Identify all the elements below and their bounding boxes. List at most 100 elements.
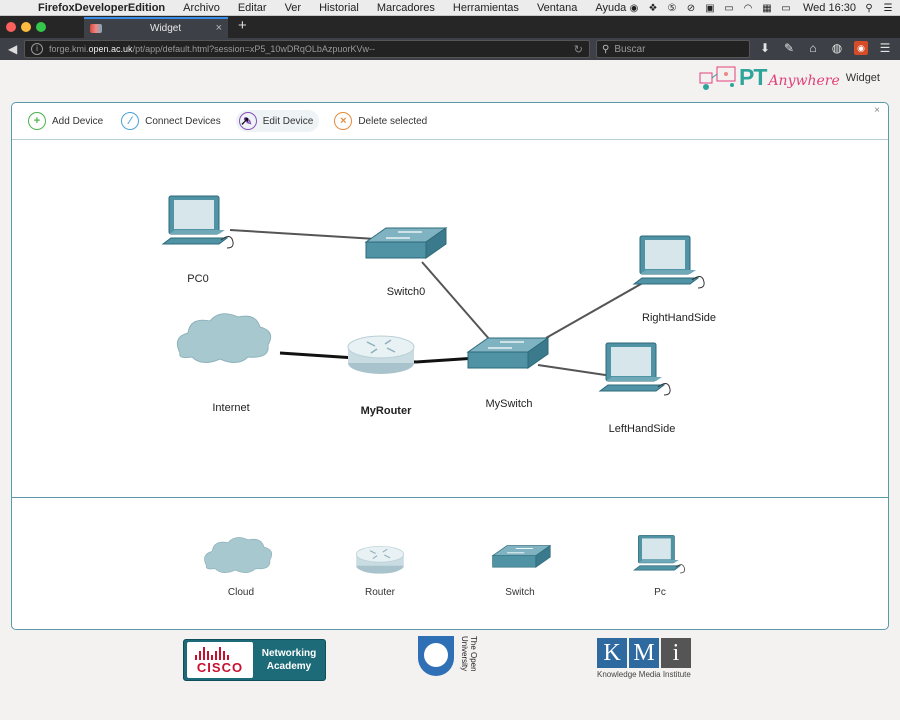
delete-x-icon: × [334,112,353,130]
device-lefthandside[interactable] [598,342,671,396]
network-widget: × + Add Device ⁄ Connect Devices ✎ Edit … [11,102,889,630]
add-device-button[interactable]: + Add Device [25,110,106,132]
edit-device-button[interactable]: ✎ Edit Device [235,110,320,132]
cisco-word: CISCO [196,660,244,675]
search-icon: ⚲ [602,43,610,55]
browser-toolbar-icons: ⬇ ✎ ⌂ ◍ ◉ ☰ [758,41,892,55]
link-switch0-myswitch[interactable] [421,261,491,341]
dropbox-icon[interactable]: ❖ [648,2,658,14]
device-internet[interactable] [176,313,272,363]
palette-cloud-icon[interactable] [204,537,273,573]
device-label-righthandside: RightHandSide [642,312,716,324]
battery-icon[interactable]: ▭ [781,2,791,14]
kmi-letter-m: M [629,638,659,668]
link-myswitch-righthandside[interactable] [545,279,649,339]
menu-app-name[interactable]: FirefoxDeveloperEdition [38,1,166,14]
notification-list-icon[interactable]: ☰ [883,2,893,14]
device-label-lefthandside: LeftHandSide [608,423,676,435]
search-input[interactable]: ⚲ Buscar [596,40,750,58]
menu-ver[interactable]: Ver [284,1,302,14]
device-myrouter[interactable] [347,335,415,374]
open-university-logo[interactable]: The Open University [418,636,478,684]
link-icon: ⁄ [121,112,140,130]
shield-5-icon[interactable]: ⑤ [667,2,677,14]
palette-router-icon[interactable] [355,545,405,574]
addon-icon[interactable]: ◉ [854,41,868,55]
device-righthandside[interactable] [632,235,705,289]
plus-icon: + [28,112,46,130]
maximize-window-icon[interactable] [36,22,46,32]
url-bar[interactable]: i forge.kmi.open.ac.uk/pt/app/default.ht… [24,40,590,58]
url-text[interactable]: forge.kmi.open.ac.uk/pt/app/default.html… [49,44,375,54]
window-controls [6,22,46,32]
device-label-myswitch: MySwitch [485,398,533,410]
close-window-icon[interactable] [6,22,16,32]
ptanywhere-logo-icon [699,66,736,90]
network-diagram [161,195,705,396]
flag-icon[interactable]: ▦ [762,2,772,14]
kmi-letter-k: K [597,638,627,668]
link-myswitch-lefthandside[interactable] [537,364,613,377]
link-pc0-switch0[interactable] [229,229,393,241]
back-icon[interactable]: ◀ [8,42,18,56]
palette-pc-icon[interactable] [633,535,685,574]
site-info-icon[interactable]: i [31,43,43,55]
add-device-label: Add Device [52,115,104,127]
connect-devices-label: Connect Devices [145,115,221,127]
device-pc0[interactable] [161,195,234,249]
brand-anywhere: Anywhere [768,72,840,89]
panel-divider [12,497,888,498]
new-tab-button[interactable]: + [238,17,247,34]
menu-marcadores[interactable]: Marcadores [376,1,435,14]
menu-historial[interactable]: Historial [319,1,359,14]
disabled-icon[interactable]: ⊘ [686,2,696,14]
minimize-window-icon[interactable] [21,22,31,32]
clock[interactable]: Wed 16:30 [802,2,856,14]
sync-icon[interactable]: ◍ [831,41,843,55]
palette-label-cloud: Cloud [227,587,255,598]
ou-shield-icon [418,636,454,676]
cisco-networking-academy-logo[interactable]: CISCO Networking Academy [183,639,326,681]
menu-editar[interactable]: Editar [237,1,267,14]
palette-switch-icon[interactable] [491,544,552,568]
delete-selected-button[interactable]: × Delete selected [331,110,430,132]
menu-ventana[interactable]: Ventana [536,1,578,14]
airplay-icon[interactable]: ▭ [724,2,734,14]
hamburger-menu-icon[interactable]: ☰ [879,41,891,55]
reload-icon[interactable]: ↻ [573,43,583,56]
palette-icons [204,535,685,574]
kmi-letter-i: i [661,638,691,668]
palette-label-router: Router [364,587,396,598]
delete-selected-label: Delete selected [358,115,428,127]
wrench-icon[interactable]: ✎ [783,41,795,55]
status-icons: ◉ ❖ ⑤ ⊘ ▣ ▭ ◠ ▦ ▭ Wed 16:30 ⚲ ☰ [628,0,894,16]
menu-ayuda[interactable]: Ayuda [595,1,627,14]
tab-close-icon[interactable]: × [215,22,222,34]
connect-devices-button[interactable]: ⁄ Connect Devices [118,110,224,132]
pencil-icon: ✎ [238,112,257,130]
browser-tab-bar: Widget × + [0,16,900,38]
tab-title: Widget [150,23,182,34]
home-icon[interactable]: ⌂ [809,41,817,55]
search-placeholder: Buscar [614,43,646,55]
ptanywhere-brand: PT Anywhere Widget [699,64,880,91]
menu-herramientas[interactable]: Herramientas [452,1,519,14]
tab-widget[interactable]: Widget × [84,17,228,38]
spotlight-icon[interactable]: ⚲ [865,2,873,14]
brand-pt: PT [739,64,767,90]
device-label-pc0: PC0 [187,273,209,285]
record-icon[interactable]: ◉ [629,2,639,14]
device-myswitch[interactable] [466,337,550,369]
kmi-logo[interactable]: K M i Knowledge Media Institute [597,638,691,679]
download-icon[interactable]: ⬇ [759,41,771,55]
networking-academy-text: Networking Academy [261,648,317,672]
menu-archivo[interactable]: Archivo [183,1,220,14]
terminal-icon[interactable]: ▣ [705,2,715,14]
widget-close-icon[interactable]: × [874,105,880,116]
wifi-icon[interactable]: ◠ [743,2,753,14]
device-switch0[interactable] [364,227,448,259]
tab-favicon-icon [90,24,102,33]
edit-device-label: Edit Device [262,115,314,127]
